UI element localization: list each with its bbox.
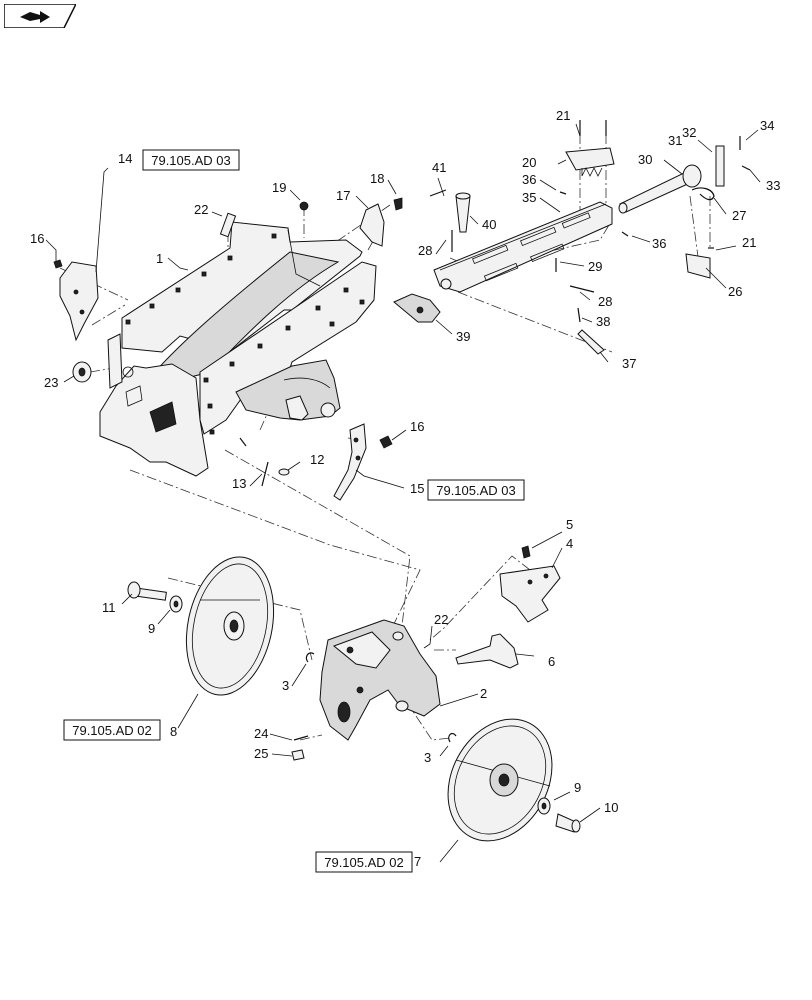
hub-bracket [319, 619, 441, 741]
label-20: 20 [522, 155, 536, 170]
label-38: 38 [596, 314, 610, 329]
label-14: 14 [118, 151, 132, 166]
label-4: 4 [566, 536, 573, 551]
svg-text:79.105.AD 02: 79.105.AD 02 [72, 723, 152, 738]
side-bracket-14 [59, 261, 99, 342]
label-9-left: 9 [148, 621, 155, 636]
label-17: 17 [336, 188, 350, 203]
label-29: 29 [588, 259, 602, 274]
label-21-top: 21 [556, 108, 570, 123]
hardware-24-25 [291, 735, 309, 761]
label-28-right: 28 [598, 294, 612, 309]
label-22-top: 22 [194, 202, 208, 217]
label-9-right: 9 [574, 780, 581, 795]
ref-box-14[interactable]: 79.105.AD 03 [142, 149, 240, 171]
label-32: 32 [682, 125, 696, 140]
label-22-bottom: 22 [434, 612, 448, 627]
label-2: 2 [480, 686, 487, 701]
label-24: 24 [254, 726, 268, 741]
label-7: 7 [414, 854, 421, 869]
ref-box-15[interactable]: 79.105.AD 03 [427, 479, 525, 501]
label-1: 1 [156, 251, 163, 266]
scraper-parts [455, 545, 561, 669]
nav-arrow-badge[interactable] [4, 4, 76, 28]
label-37: 37 [622, 356, 636, 371]
label-31: 31 [668, 133, 682, 148]
adjuster-assembly [393, 120, 751, 355]
label-35: 35 [522, 190, 536, 205]
label-3-right: 3 [424, 750, 431, 765]
disc-left [127, 556, 315, 696]
ref-box-7[interactable]: 79.105.AD 02 [315, 851, 413, 873]
label-36-right: 36 [652, 236, 666, 251]
label-6: 6 [548, 654, 555, 669]
leader-lines [45, 123, 761, 863]
label-39: 39 [456, 329, 470, 344]
disc-right [447, 718, 581, 842]
label-15: 15 [410, 481, 424, 496]
label-28-left: 28 [418, 243, 432, 258]
svg-text:79.105.AD 03: 79.105.AD 03 [436, 483, 516, 498]
label-36-top: 36 [522, 172, 536, 187]
hardware-frame [53, 197, 403, 487]
label-21-right: 21 [742, 235, 756, 250]
label-12: 12 [310, 452, 324, 467]
label-33: 33 [766, 178, 780, 193]
label-10: 10 [604, 800, 618, 815]
label-5: 5 [566, 517, 573, 532]
label-40: 40 [482, 217, 496, 232]
main-frame [99, 221, 377, 477]
label-16-right: 16 [410, 419, 424, 434]
part-labels: 14 16 1 22 19 17 18 23 13 12 15 16 21 20… [30, 108, 780, 869]
label-30: 30 [638, 152, 652, 167]
label-23: 23 [44, 375, 58, 390]
svg-text:79.105.AD 03: 79.105.AD 03 [151, 153, 231, 168]
label-16-left: 16 [30, 231, 44, 246]
assembly-lines [59, 134, 711, 741]
label-41: 41 [432, 160, 446, 175]
label-34: 34 [760, 118, 774, 133]
arrow-right-icon [20, 11, 50, 23]
label-19: 19 [272, 180, 286, 195]
label-25: 25 [254, 746, 268, 761]
label-3-left: 3 [282, 678, 289, 693]
label-27: 27 [732, 208, 746, 223]
label-8: 8 [170, 724, 177, 739]
label-11: 11 [102, 600, 116, 615]
reference-boxes: 79.105.AD 03 79.105.AD 03 79.105.AD 02 7… [63, 149, 525, 873]
svg-text:79.105.AD 02: 79.105.AD 02 [324, 855, 404, 870]
ref-box-8[interactable]: 79.105.AD 02 [63, 719, 161, 741]
label-18: 18 [370, 171, 384, 186]
label-13: 13 [232, 476, 246, 491]
label-26: 26 [728, 284, 742, 299]
side-bracket-15 [333, 423, 367, 501]
